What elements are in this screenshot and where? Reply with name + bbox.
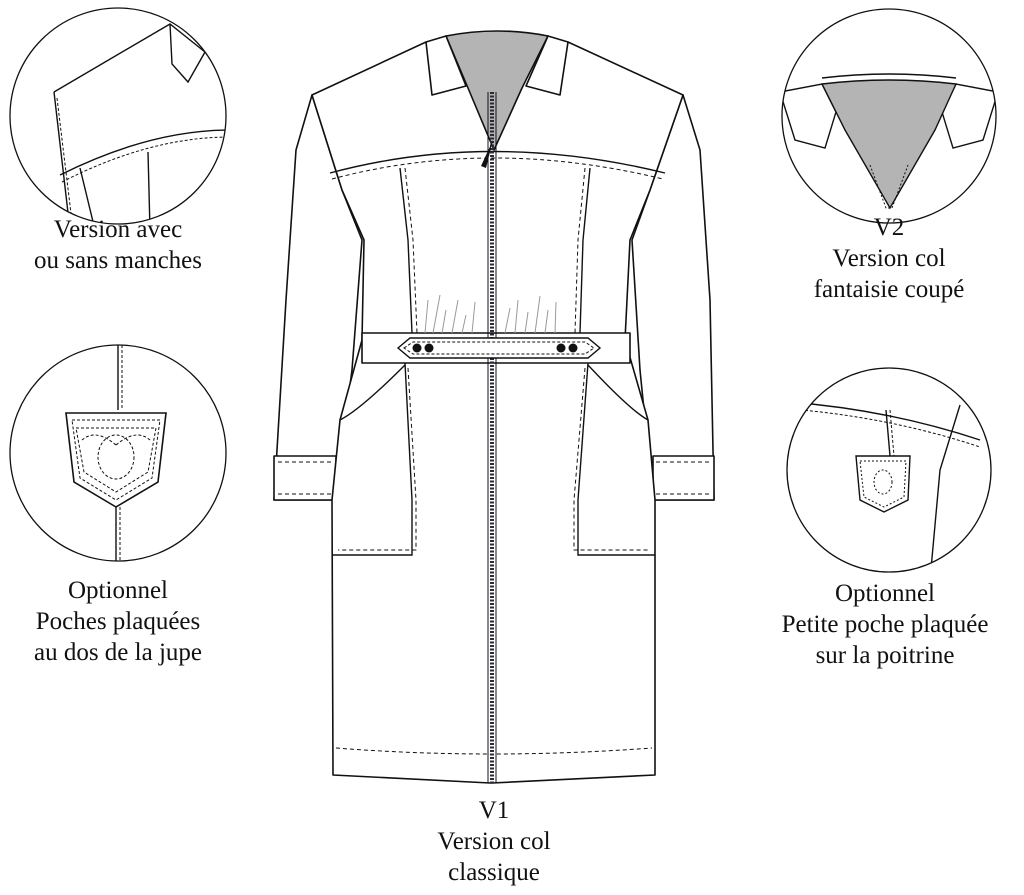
label-chest-pocket-line2: Petite poche plaquée (781, 611, 989, 638)
label-v2-tag: V2 (873, 214, 905, 241)
detail-v2-collar-circle (781, 8, 997, 224)
label-back-pockets: Optionnel Poches plaquées au dos de la j… (8, 575, 228, 668)
label-back-pockets-line1: Optionnel (68, 577, 168, 604)
collar-left (425, 35, 467, 96)
belt-tab (396, 337, 602, 359)
label-v2: V2 Version col fantaisie coupé (784, 212, 994, 305)
label-back-pockets-line3: au dos de la jupe (33, 639, 202, 666)
label-v1-tag: V1 (478, 797, 510, 824)
label-chest-pocket-line3: sur la poitrine (815, 642, 955, 669)
neck-lining (445, 30, 549, 151)
button-2 (424, 343, 434, 353)
zipper (481, 92, 497, 783)
label-back-pockets-line2: Poches plaquées (35, 608, 201, 635)
label-chest-pocket-line1: Optionnel (835, 580, 935, 607)
button-4 (568, 343, 578, 353)
left-cuff (273, 455, 337, 501)
zipper-pull (481, 140, 493, 168)
label-v1-line2: classique (448, 859, 540, 886)
right-cuff (652, 455, 715, 501)
label-chest-pocket: Optionnel Petite poche plaquée sur la po… (760, 578, 1010, 671)
label-sleeves-line2: ou sans manches (33, 247, 203, 274)
label-sleeves: Version avec ou sans manches (18, 214, 218, 276)
label-v2-line1: Version col (832, 245, 946, 272)
label-v2-line2: fantaisie coupé (813, 276, 965, 303)
detail-back-pocket-circle (9, 344, 227, 562)
button-1 (412, 343, 422, 353)
collar-right (525, 35, 569, 96)
button-3 (556, 343, 566, 353)
coat-body (311, 41, 684, 784)
detail-chest-pocket-circle (786, 367, 992, 573)
label-v1: V1 Version col classique (394, 795, 594, 888)
label-sleeves-line1: Version avec (53, 216, 183, 243)
waist-gathers (424, 294, 557, 334)
label-v1-line1: Version col (437, 828, 551, 855)
detail-sleeve-circle (9, 7, 227, 225)
